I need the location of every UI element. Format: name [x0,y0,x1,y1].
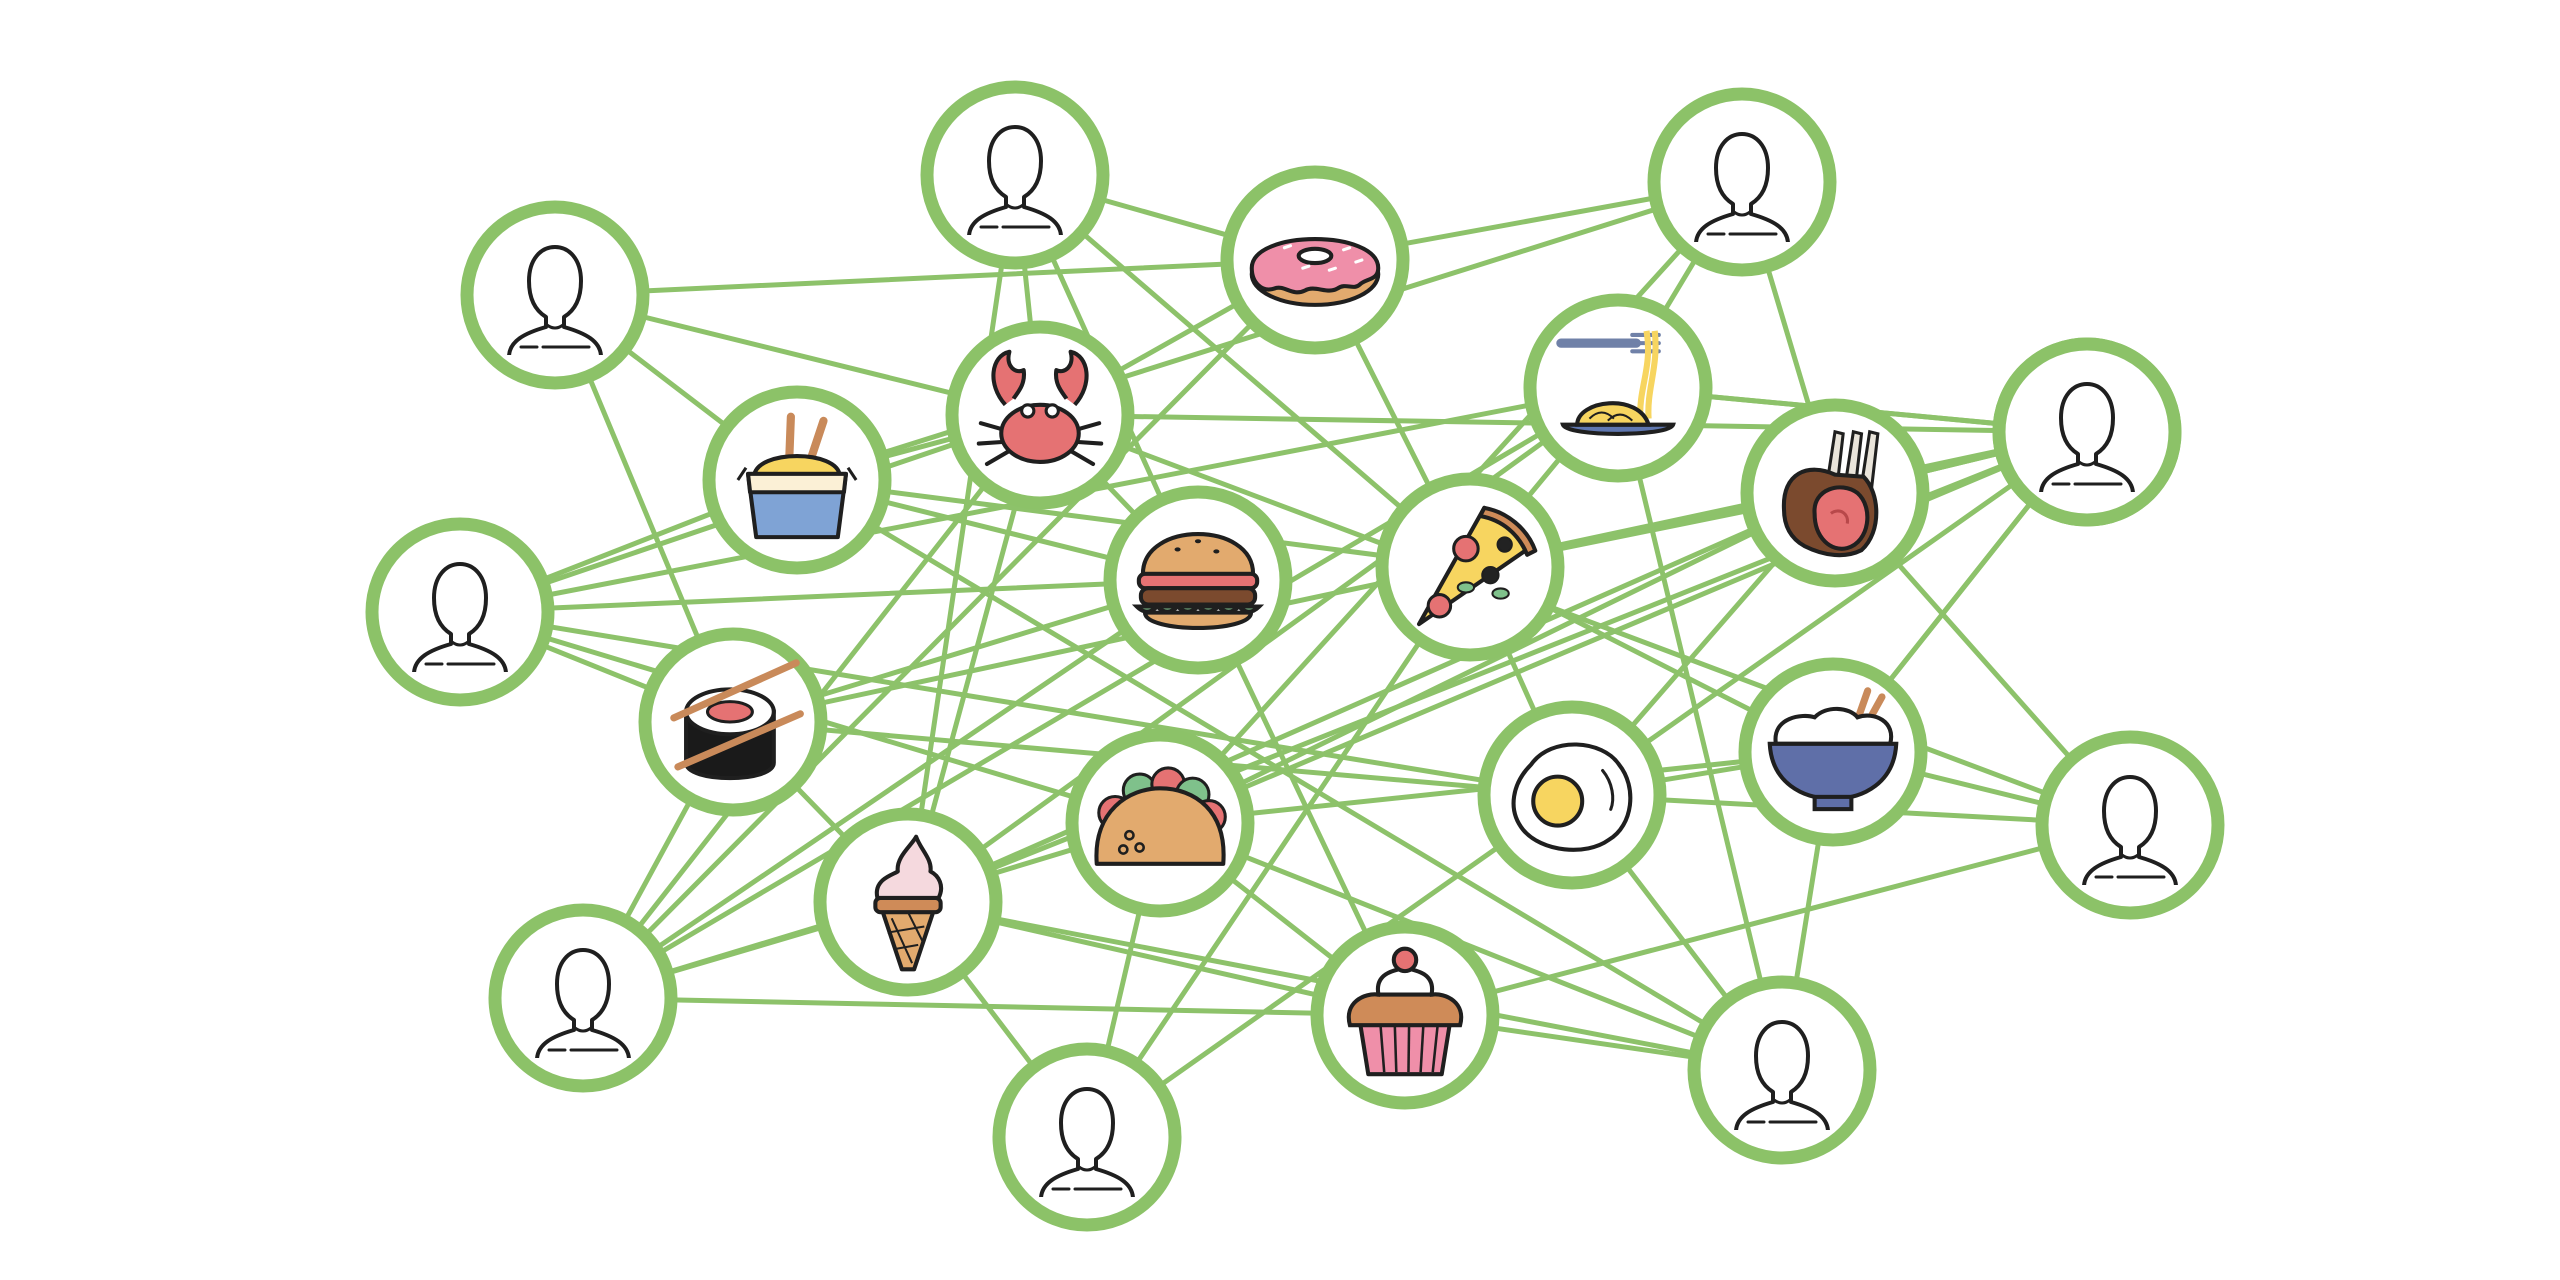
rice-bowl-icon [1767,687,1899,812]
node-person-8 [1687,975,1877,1165]
node-person-10 [1992,337,2182,527]
edge-person-8-taco [1157,820,1785,1073]
edge-person-8-spaghetti [1615,385,1785,1073]
sushi-roll-icon [670,659,804,781]
edge-person-9-crab [1037,412,2133,828]
edge-person-9-cupcake [1402,822,2133,1018]
burger-icon [1131,532,1265,630]
node-donut [1220,165,1410,355]
edge-person-6-donut [580,257,1318,1001]
node-person-2 [920,80,1110,270]
node-crab [945,320,1135,510]
node-cupcake [1310,920,1500,1110]
noodle-box-icon [736,412,858,540]
node-rice-bowl [1738,657,1928,847]
edge-person-10-egg [1569,429,2090,798]
fried-egg-icon [1511,742,1633,852]
taco-icon [1094,766,1227,866]
node-person-4 [365,517,555,707]
node-lamb-rack [1740,398,1930,588]
node-burger [1103,485,1293,675]
node-person-1 [460,200,650,390]
node-person-3 [1647,87,1837,277]
edge-person-2-pizza [1012,172,1473,570]
edge-person-7-pizza [1084,564,1473,1140]
node-noodle-box [702,385,892,575]
crab-icon [976,349,1104,466]
node-pizza [1375,472,1565,662]
edge-person-4-burger [457,577,1201,615]
edge-person-2-ice-cream [905,172,1018,905]
node-ice-cream [813,807,1003,997]
pizza-slice-icon [1416,505,1538,627]
node-egg [1477,700,1667,890]
edge-person-10-taco [1157,429,2090,826]
node-taco [1065,728,1255,918]
node-person-7 [992,1042,1182,1232]
ice-cream-cone-icon [873,834,944,972]
edge-person-6-burger [580,577,1201,1001]
nodes-layer [365,80,2225,1232]
node-ring [1523,293,1713,483]
spaghetti-fork-icon [1556,330,1676,436]
node-person-9 [2035,730,2225,920]
node-sushi [638,627,828,817]
edge-person-1-donut [552,257,1318,298]
node-person-6 [488,903,678,1093]
cupcake-icon [1346,946,1464,1077]
edge-ice-cream-lamb-rack [905,490,1838,905]
lamb-rack-icon [1781,429,1880,558]
donut-icon [1249,237,1381,307]
node-spaghetti [1523,293,1713,483]
